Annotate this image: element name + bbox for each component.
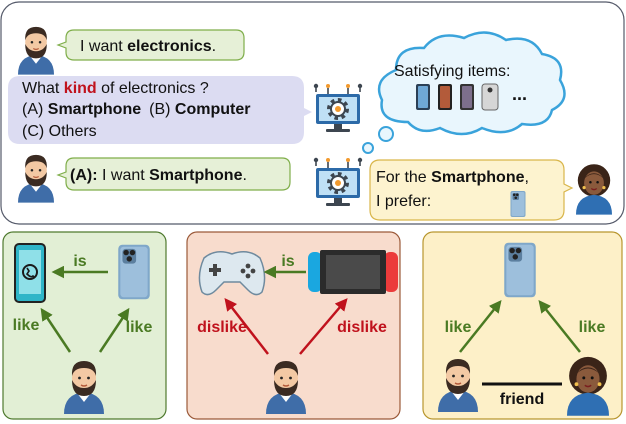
thought-title: Satisfying items: xyxy=(394,63,510,80)
edge-like-right-1: like xyxy=(445,319,472,336)
option-a-label: Smartphone xyxy=(48,101,141,118)
system-bubble xyxy=(8,76,312,144)
preference-suffix: , xyxy=(524,169,528,186)
preference-line-2: I prefer: xyxy=(376,193,431,210)
option-c-label: (C) Others xyxy=(22,123,97,140)
game-controller-icon xyxy=(198,251,266,296)
option-b-label: Computer xyxy=(175,101,251,118)
user-turn-2-bold: Smartphone xyxy=(149,167,242,184)
female-user-avatar-icon xyxy=(575,163,613,216)
game-console-icon xyxy=(308,250,398,294)
smartphone-icon xyxy=(118,244,150,300)
smartphone-icon xyxy=(438,84,452,110)
satisfying-items: ... xyxy=(416,83,527,111)
smartphone-icon xyxy=(416,84,430,110)
svg-text:I want electronics.: I want electronics. xyxy=(80,38,216,55)
edge-dislike-2: dislike xyxy=(337,319,387,336)
smartphone-icon xyxy=(460,84,474,110)
female-user-avatar-icon xyxy=(566,356,610,417)
edge-like-left-2: like xyxy=(126,319,153,336)
user-turn-2-suffix: . xyxy=(242,167,246,184)
edge-dislike-1: dislike xyxy=(197,319,247,336)
option-a-prefix: (A) xyxy=(22,101,48,118)
user-turn-1-suffix: . xyxy=(212,38,216,55)
user-turn-1-prefix: I want xyxy=(80,38,127,55)
edge-is-middle: is xyxy=(281,253,294,270)
user-bubble-1 xyxy=(56,29,245,61)
preference-bold: Smartphone xyxy=(431,169,524,186)
svg-text:(A): I want Smartphone.: (A): I want Smartphone. xyxy=(70,167,247,184)
edge-like-left-1: like xyxy=(13,317,40,334)
edge-like-right-2: like xyxy=(579,319,606,336)
svg-text:(A) Smartphone(B) Computer: (A) Smartphone (B) Computer xyxy=(22,101,250,118)
user-turn-2-choice: (A): xyxy=(70,167,98,184)
svg-text:What kind of electronics ?: What kind of electronics ? xyxy=(22,80,209,97)
svg-text:For the Smartphone,: For the Smartphone, xyxy=(376,169,529,186)
question-prefix: What xyxy=(22,80,64,97)
thought-more: ... xyxy=(512,84,527,104)
user-bubble-2 xyxy=(56,157,291,191)
question-kind: kind xyxy=(64,80,97,97)
user-turn-1-bold: electronics xyxy=(127,38,212,55)
edge-is-left: is xyxy=(73,253,86,270)
smartphone-icon xyxy=(504,242,536,298)
user-turn-2-middle: I want xyxy=(98,167,150,184)
question-suffix: of electronics ? xyxy=(97,80,209,97)
phone-call-icon xyxy=(14,243,46,303)
smartphone-icon xyxy=(510,191,526,217)
smartphone-icon xyxy=(481,83,499,111)
edge-friend: friend xyxy=(500,391,544,408)
preference-prefix: For the xyxy=(376,169,431,186)
option-b-prefix: (B) xyxy=(149,101,175,118)
